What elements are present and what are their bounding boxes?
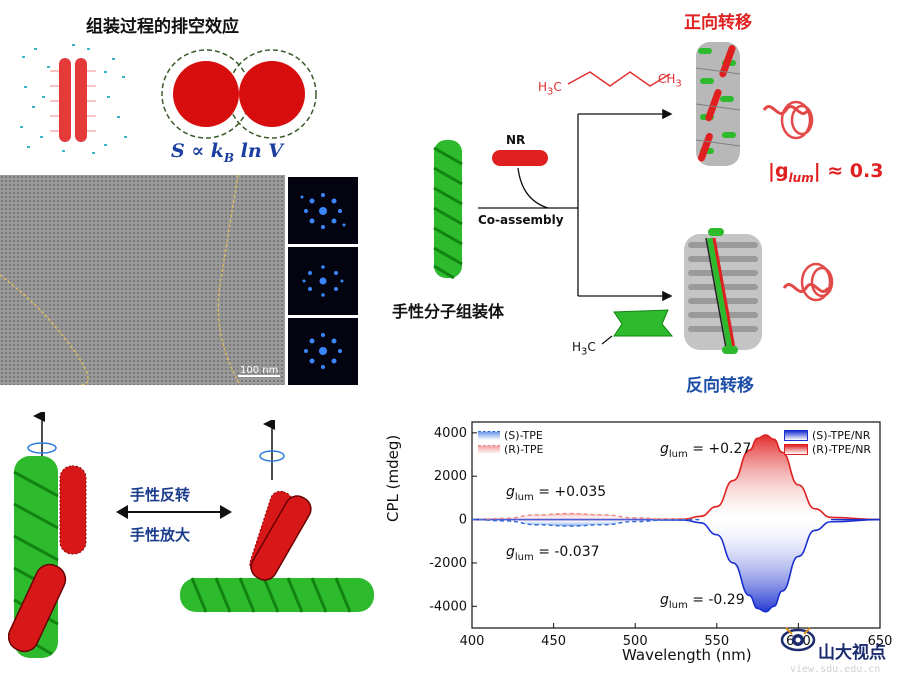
nanorod-pair-illustration <box>20 44 127 154</box>
reverse-transfer-title: 反向转移 <box>686 376 754 396</box>
panel-title-depletion: 组装过程的排空效应 <box>86 17 239 37</box>
annotation-glum-neg-0037: glum = -0.037 <box>506 544 600 563</box>
legend-right: (S)-TPE/NR (R)-TPE/NR <box>784 428 871 456</box>
y-tick-label: 4000 <box>434 426 467 441</box>
x-tick-label: 450 <box>541 634 566 649</box>
legend-item-s-tpe: (S)-TPE <box>478 428 544 442</box>
x-axis-label: Wavelength (nm) <box>622 646 752 664</box>
coassembly-label: Co-assembly <box>478 213 564 227</box>
y-tick-label: 2000 <box>434 469 467 484</box>
sdu-logo-url: view.sdu.edu.cn <box>790 664 881 675</box>
tem-micrograph: 100 nm <box>0 175 285 385</box>
legend-item-s-tpe-nr: (S)-TPE/NR <box>784 428 871 442</box>
coassembly-arrows <box>478 108 673 302</box>
circularly-polarized-light-icon-top <box>762 100 814 140</box>
fft-panel-3 <box>288 318 358 385</box>
scalebar-label: 100 nm <box>240 365 279 376</box>
annotation-glum-pos-027: glum = +0.27 <box>660 441 752 460</box>
forward-transfer-title: 正向转移 <box>684 13 752 33</box>
reverse-coassembly-structure <box>684 228 762 354</box>
y-axis-label: CPL (mdeg) <box>384 434 402 522</box>
double-arrow <box>116 505 232 519</box>
hexane-right-label: CH3 <box>658 72 682 90</box>
x-tick-label: 500 <box>623 634 648 649</box>
methyl-label: H3C <box>572 340 596 358</box>
legend-left: (S)-TPE (R)-TPE <box>478 428 544 456</box>
chiral-reversal-illustration <box>8 412 87 658</box>
chiral-reversal-label: 手性反转 <box>130 486 191 504</box>
chiral-amplification-label: 手性放大 <box>130 526 191 544</box>
chiral-amplification-illustration <box>180 420 374 613</box>
forward-coassembly-structure <box>695 42 741 166</box>
plot-frame <box>471 421 881 629</box>
series-fill-0 <box>472 435 880 520</box>
nanorod-nr <box>492 150 548 166</box>
sdu-eye-logo-icon <box>780 627 816 652</box>
x-tick-label: 650 <box>868 634 893 649</box>
annotation-glum-neg-029: glum = -0.29 <box>660 592 745 611</box>
x-tick-label: 400 <box>460 634 485 649</box>
series-line-3 <box>471 518 701 527</box>
y-tick-label: -4000 <box>429 599 467 614</box>
annotation-glum-pos-0035: glum = +0.035 <box>506 484 607 503</box>
cpl-chart: 400450500550600650400020000-2000-4000 <box>429 421 893 649</box>
methyl-chain-shape <box>601 309 674 345</box>
fft-panel-2 <box>288 247 358 315</box>
series-line-2 <box>471 512 701 521</box>
sdu-logo-text: 山大视点 <box>818 643 886 663</box>
y-tick-label: 0 <box>459 513 467 528</box>
legend-item-r-tpe: (R)-TPE <box>478 442 544 456</box>
series-fill-1 <box>472 519 880 612</box>
chiral-helix-assembly <box>433 140 463 280</box>
x-tick-label: 550 <box>704 634 729 649</box>
excluded-volume-circles <box>161 49 317 139</box>
chiral-assembly-label: 手性分子组装体 <box>392 302 505 321</box>
y-tick-label: -2000 <box>429 556 467 571</box>
glum-value-label: |glum| ≈ 0.3 <box>768 160 884 185</box>
nr-label: NR <box>506 133 526 147</box>
legend-item-r-tpe-nr: (R)-TPE/NR <box>784 442 871 456</box>
circularly-polarized-light-icon-bottom <box>782 262 834 302</box>
fft-panel-1 <box>288 177 358 244</box>
hexane-left-label: H3C <box>538 80 562 98</box>
entropy-formula: S ∝ kB ln V <box>171 140 284 165</box>
hexane-molecule <box>567 71 671 87</box>
